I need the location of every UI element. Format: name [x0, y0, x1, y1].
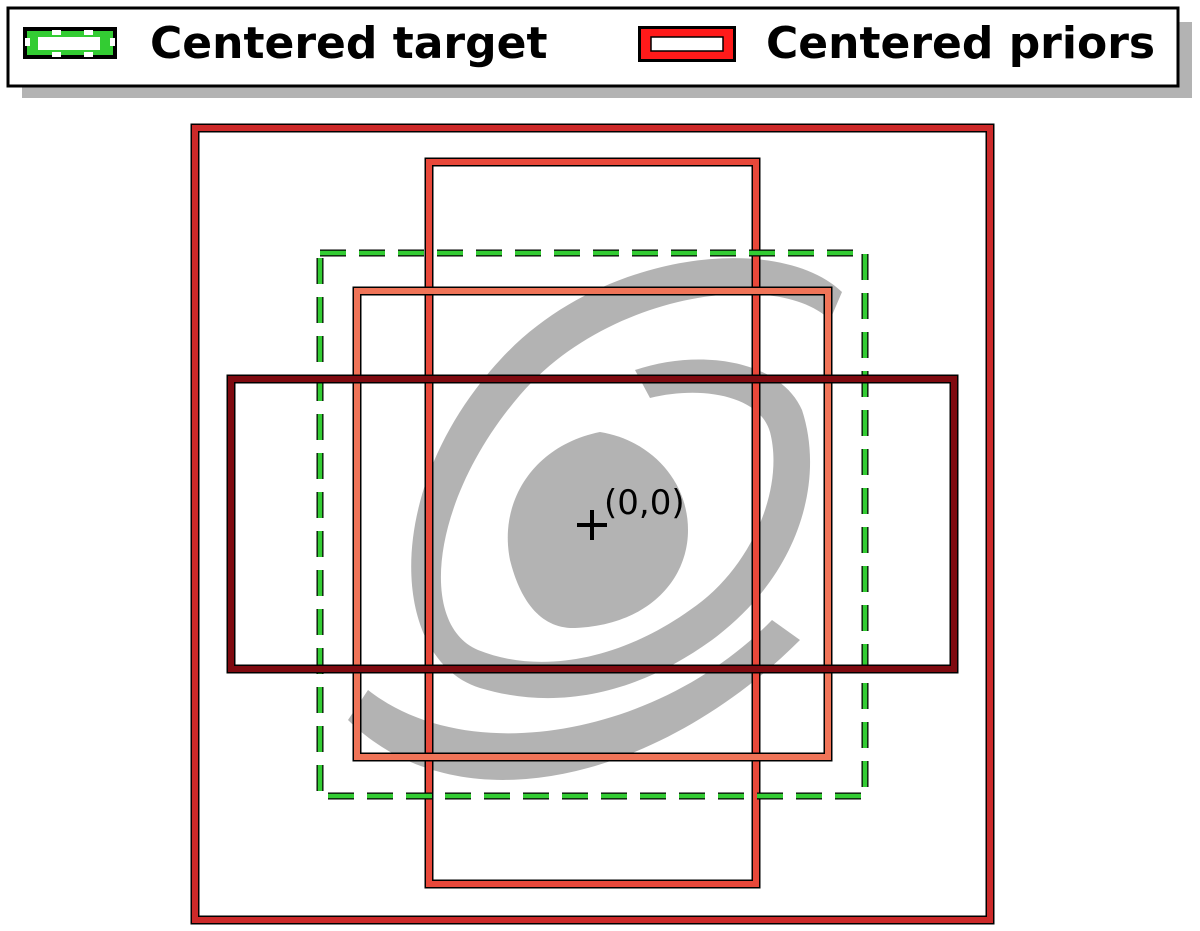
- legend-target-label: Centered target: [150, 18, 547, 69]
- crosshair-plus-icon: [577, 510, 607, 540]
- legend-frame: [6, 6, 1180, 88]
- legend: Centered target Centered priors: [6, 6, 1192, 98]
- legend-target-swatch: [23, 27, 117, 59]
- legend-priors-label: Centered priors: [766, 18, 1155, 69]
- origin-label: (0,0): [604, 483, 685, 523]
- legend-priors-swatch: [638, 26, 736, 62]
- spiral-galaxy-icon: [348, 258, 842, 780]
